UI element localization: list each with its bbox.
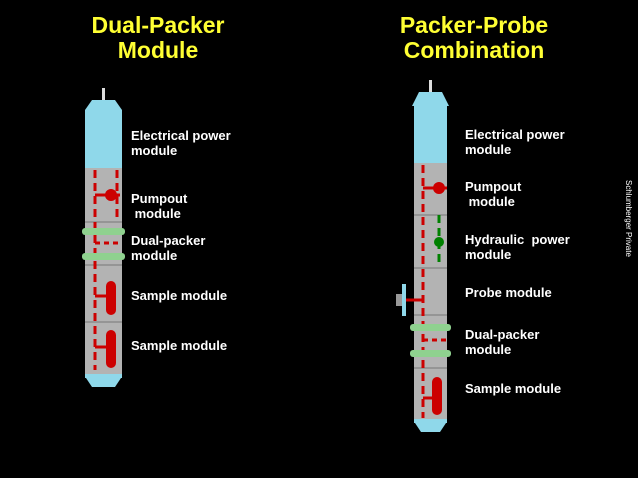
lower-packer: [82, 253, 125, 260]
pumpout-pump: [105, 189, 117, 201]
tool-body: [414, 163, 447, 419]
sample-chamber-2: [106, 330, 116, 368]
label-dual-packer: Dual-packer module: [465, 327, 540, 357]
label-dual-packer: Dual-packer module: [131, 233, 206, 263]
label-pumpout: Pumpout module: [465, 179, 522, 209]
label-electrical-power: Electrical power module: [465, 127, 565, 157]
upper-packer: [410, 324, 451, 331]
sample-chamber-1: [106, 281, 116, 315]
sample-chamber: [432, 377, 442, 415]
electrical-power-section: [85, 110, 122, 168]
upper-packer: [82, 228, 125, 235]
label-sample-module-2: Sample module: [131, 338, 228, 353]
dual-packer-tool: [82, 88, 125, 387]
label-electrical-power: Electrical power module: [131, 128, 231, 158]
lower-packer: [410, 350, 451, 357]
label-hydraulic-power: Hydraulic power module: [465, 232, 570, 262]
left-title: Dual-Packer Module: [91, 12, 225, 63]
probe-pad: [396, 294, 402, 306]
packer-probe-tool: [396, 80, 451, 432]
probe-body: [402, 284, 406, 316]
classification-label: Schlumberger Private: [624, 180, 633, 257]
label-sample-module-1: Sample module: [131, 288, 228, 303]
tool-head: [412, 92, 449, 106]
tool-connector: [429, 80, 432, 92]
tool-head: [85, 100, 122, 110]
hydraulic-pump: [434, 237, 444, 247]
label-probe-module: Probe module: [465, 285, 552, 300]
label-sample-module: Sample module: [465, 381, 562, 396]
tool-bottom: [86, 378, 121, 387]
pumpout-pump: [433, 182, 445, 194]
label-pumpout: Pumpout module: [131, 191, 188, 221]
electrical-power-section: [414, 106, 447, 163]
tool-bottom: [415, 423, 446, 432]
tool-connector: [102, 88, 105, 100]
right-title: Packer-Probe Combination: [399, 12, 549, 63]
